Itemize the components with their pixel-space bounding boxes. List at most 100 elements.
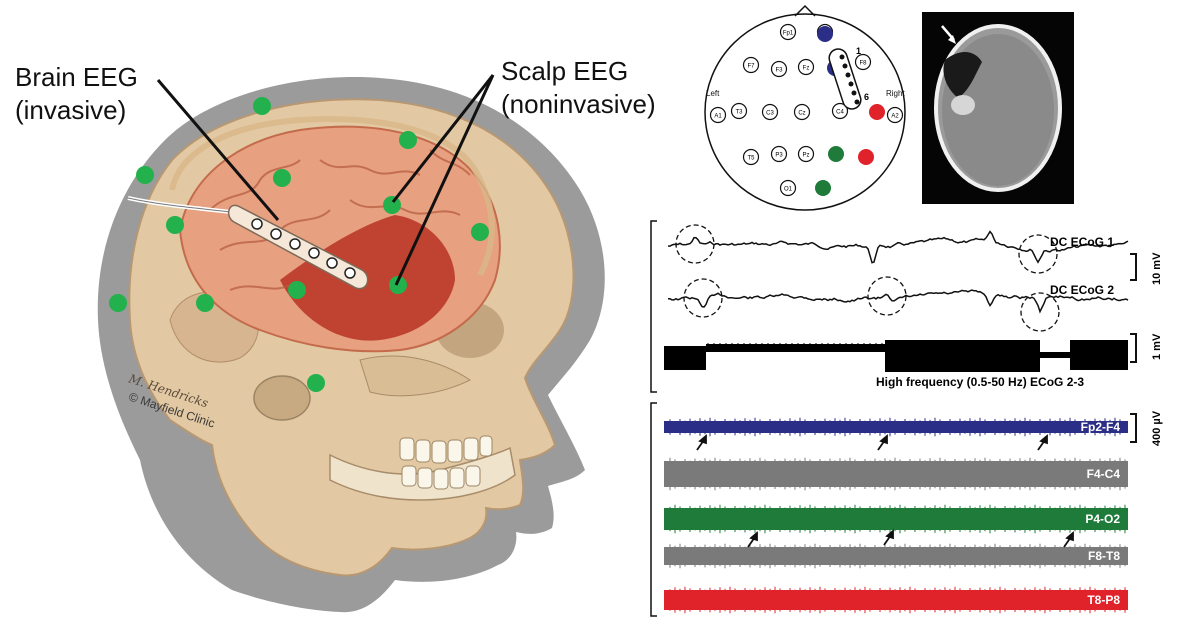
brain-eeg-label-1: Brain EEG xyxy=(15,62,138,92)
spreading-depolarization-circles xyxy=(675,224,1060,332)
montage-electrode-t3 xyxy=(730,102,748,120)
montage-electrode-label: F8 xyxy=(859,61,867,67)
strip-lead-wire-edge xyxy=(127,197,241,214)
montage-electrode-label: C4 xyxy=(836,110,844,116)
ecog-contacts xyxy=(251,218,356,279)
scalp-electrode-dot xyxy=(196,294,214,312)
head-illustration: M. Hendricks © Mayfield Clinic xyxy=(97,74,605,613)
montage-highlight-dot xyxy=(858,149,874,165)
montage-electrode-cz xyxy=(793,103,811,121)
scale-bar-400uv xyxy=(1130,413,1137,443)
montage-electrode-c3 xyxy=(761,103,779,121)
montage-electrode-pz xyxy=(797,145,815,163)
scale-1mv-label: 1 mV xyxy=(1151,333,1163,360)
channel-band-f8-t8 xyxy=(664,547,1128,565)
high-frequency-trace xyxy=(664,340,1128,372)
ct-scan xyxy=(922,12,1074,204)
montage-electrode-label: A1 xyxy=(714,114,722,120)
montage-electrode-label: F3 xyxy=(775,68,783,74)
teeth xyxy=(399,435,493,490)
channel-band-t8-p8 xyxy=(664,590,1128,610)
montage-diagram: Fp1Fp2F7F3FzF8A1T3C3CzC4A2T5P3PzO1 Left … xyxy=(704,4,906,211)
scale-bar-10mv xyxy=(1130,253,1137,281)
dc-ecog-1-label: DC ECoG 1 xyxy=(1050,235,1114,249)
montage-electrode-label: Fz xyxy=(803,66,810,72)
scale-bar-1mv xyxy=(1130,333,1137,363)
scalp-electrode-dot xyxy=(383,196,401,214)
scalp-electrode-dot xyxy=(307,374,325,392)
scalp-electrode-dot xyxy=(273,169,291,187)
channel-label: F4-C4 xyxy=(1087,467,1121,481)
montage-electrode-fp1 xyxy=(779,23,797,41)
montage-electrode-c4 xyxy=(831,102,849,120)
strip-contact-6-label: 6 xyxy=(864,92,869,102)
montage-electrode-label: F7 xyxy=(747,64,755,70)
montage-left-label: Left xyxy=(706,89,720,98)
montage-electrode-label: O1 xyxy=(784,187,793,193)
montage-electrode-f3 xyxy=(770,60,788,78)
scalp-electrode-dot xyxy=(136,166,154,184)
montage-electrode-label: C3 xyxy=(766,111,774,117)
hf-segment xyxy=(664,346,706,370)
hf-segment xyxy=(885,340,1040,372)
montage-electrode-t5 xyxy=(742,148,760,166)
channel-label: F8-T8 xyxy=(1088,549,1120,563)
scalp-eeg-label-1: Scalp EEG xyxy=(501,56,628,86)
channel-band-fp2-f4 xyxy=(664,421,1128,433)
channel-band-f4-c4 xyxy=(664,461,1128,487)
montage-electrode-label: T5 xyxy=(747,156,755,162)
montage-electrode-o1 xyxy=(779,179,797,197)
scalp-bracket xyxy=(650,402,657,617)
montage-electrode-a1 xyxy=(709,106,727,124)
montage-electrodes: Fp1Fp2F7F3FzF8A1T3C3CzC4A2T5P3PzO1 xyxy=(709,23,904,197)
brain-eeg-label-2: (invasive) xyxy=(15,95,126,125)
montage-electrode-label: T3 xyxy=(735,110,743,116)
hf-segment xyxy=(1070,340,1128,370)
ear-region xyxy=(253,375,311,421)
dc-ecog-1-trace xyxy=(667,230,1129,264)
montage-electrode-label: A2 xyxy=(891,114,899,120)
montage-electrode-a2 xyxy=(886,106,904,124)
montage-highlight-dot xyxy=(815,180,831,196)
pointer-lines xyxy=(156,74,495,286)
scalp-eeg-label-2: (noninvasive) xyxy=(501,89,656,119)
scalp-electrode-dot xyxy=(288,281,306,299)
channel-label: P4-O2 xyxy=(1085,512,1120,526)
montage-electrode-f7 xyxy=(742,56,760,74)
montage-highlight-dot xyxy=(817,26,833,42)
ct-arrow-head xyxy=(948,35,956,44)
cheekbone xyxy=(359,355,471,397)
scale-400uv-label: 400 µV xyxy=(1151,410,1163,446)
scalp-electrodes xyxy=(109,97,489,392)
channel-label: T8-P8 xyxy=(1087,593,1120,607)
channel-band-p4-o2 xyxy=(664,508,1128,530)
montage-electrode-label: Cz xyxy=(798,111,805,117)
scalp-electrode-dot xyxy=(109,294,127,312)
montage-electrode-f8 xyxy=(854,53,872,71)
scalp-electrode-dot xyxy=(253,97,271,115)
hf-segment xyxy=(706,344,885,352)
strip-contact-1-label: 1 xyxy=(856,46,861,56)
montage-electrode-label: Fp1 xyxy=(783,31,794,37)
montage-electrode-label: Pz xyxy=(802,153,809,159)
dc-ecog-2-label: DC ECoG 2 xyxy=(1050,283,1114,297)
montage-right-label: Right xyxy=(886,89,905,98)
montage-highlight-dot xyxy=(828,146,844,162)
scale-10mv-label: 10 mV xyxy=(1151,252,1163,285)
montage-electrode-fz xyxy=(797,58,815,76)
montage-highlight-dot xyxy=(869,104,885,120)
scalp-electrode-dot xyxy=(471,223,489,241)
scalp-electrode-dot xyxy=(389,276,407,294)
depression-arrows xyxy=(696,434,1074,548)
trace-panel: DC ECoG 1 DC ECoG 2 High frequency (0.5-… xyxy=(650,220,1163,617)
ct-lesion xyxy=(943,51,982,98)
hf-segment xyxy=(1040,352,1070,358)
scalp-electrode-dot xyxy=(166,216,184,234)
montage-strip-contacts xyxy=(839,54,860,105)
montage-electrode-p3 xyxy=(770,145,788,163)
montage-electrode-label: P3 xyxy=(775,153,783,159)
scalp-electrode-dot xyxy=(399,131,417,149)
high-frequency-label: High frequency (0.5-50 Hz) ECoG 2-3 xyxy=(876,375,1084,389)
